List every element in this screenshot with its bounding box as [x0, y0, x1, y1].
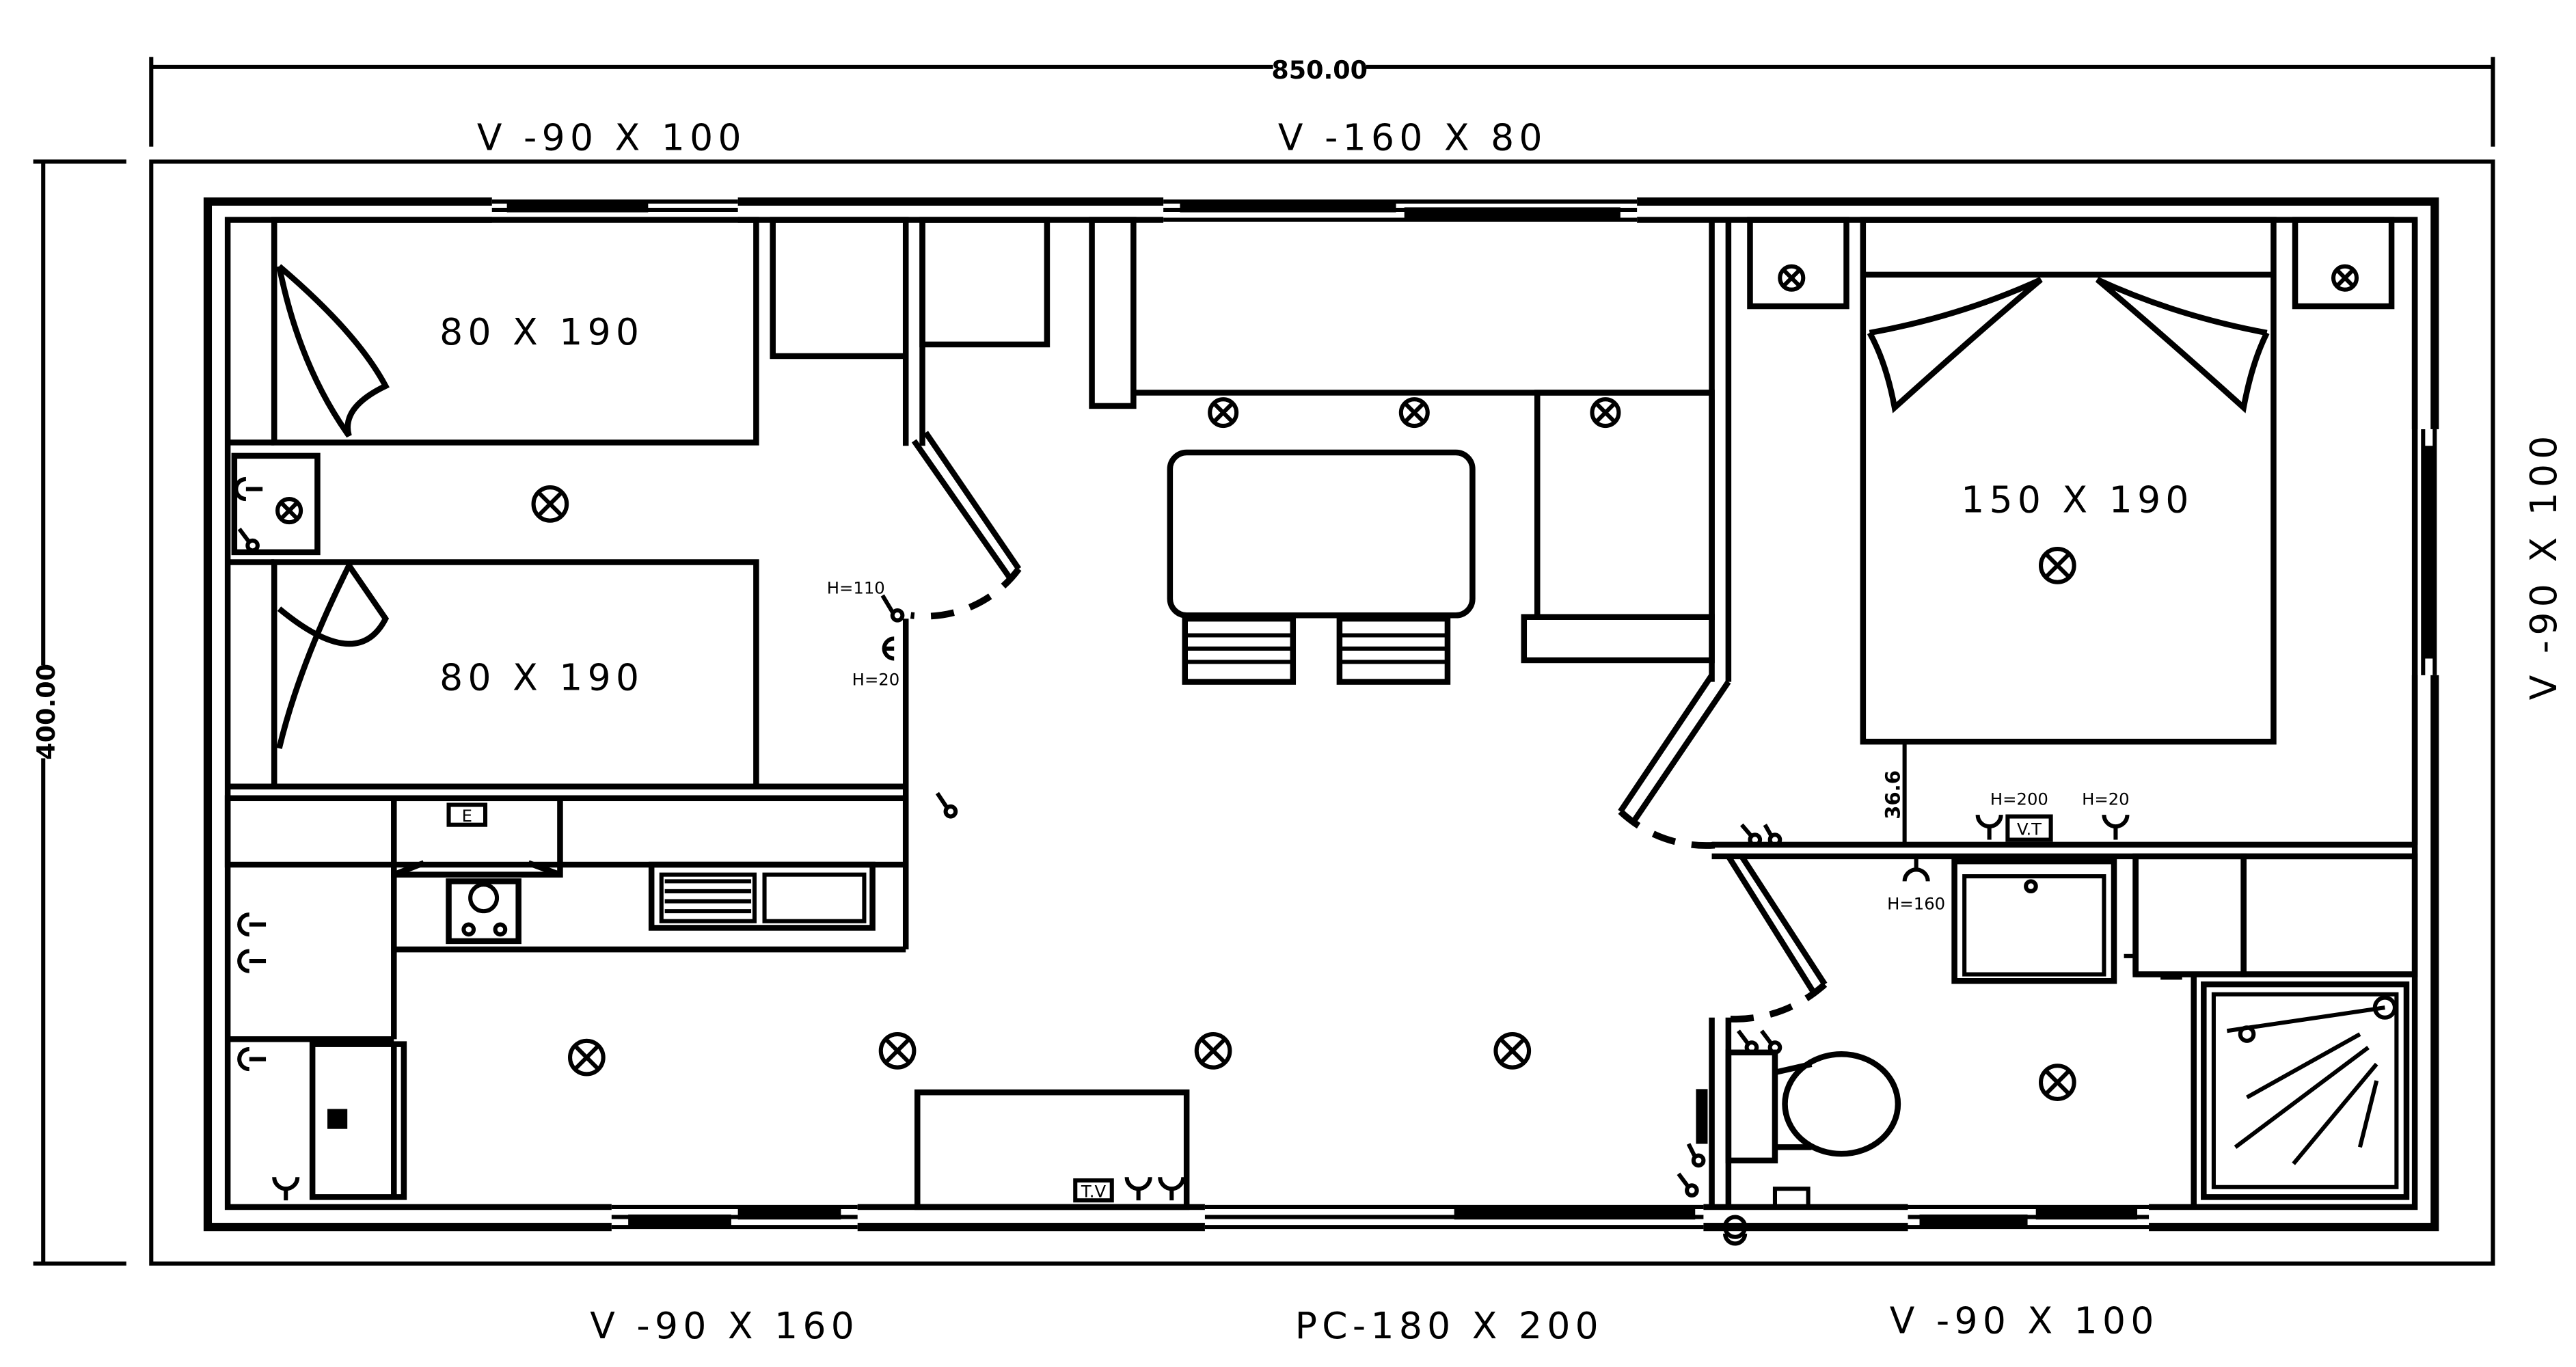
socket-icon — [234, 476, 263, 502]
interior-walls — [228, 219, 2415, 1207]
socket-icon — [2102, 814, 2130, 840]
ceiling-light-icon — [2038, 546, 2076, 584]
switch-icon — [1677, 1143, 1706, 1197]
gas-point-icon — [327, 1109, 348, 1129]
ceiling-light-icon — [1398, 397, 1430, 429]
master-bedroom — [1747, 217, 2418, 845]
ceiling-light-icon — [1208, 397, 1239, 429]
bathroom — [1696, 853, 2418, 1209]
switch-icon — [880, 594, 905, 623]
living-room — [914, 217, 1715, 1210]
ceiling-lights — [275, 264, 2359, 1101]
top-center-window-label: V -160 X 80 — [1278, 116, 1547, 159]
dimension-36-label: 36.6 — [1881, 770, 1904, 820]
socket-icon — [237, 1046, 267, 1072]
switch-icon — [237, 528, 260, 553]
hood-e-label: E — [462, 806, 472, 826]
height-110-label: H=110 — [827, 578, 885, 598]
socket-icon — [1722, 1215, 1748, 1246]
bed-double-label: 150 X 190 — [1961, 478, 2193, 522]
top-left-window-label: V -90 X 100 — [477, 116, 746, 159]
socket-icon — [1158, 1176, 1186, 1201]
right-window-label: V -90 X 100 — [2522, 431, 2565, 700]
socket-icon — [1975, 814, 2003, 840]
kitchen — [224, 795, 909, 1200]
ceiling-light-icon — [2038, 1064, 2076, 1101]
ceiling-light-icon — [878, 1032, 917, 1070]
socket-icon — [1902, 858, 1930, 882]
exterior-walls — [203, 197, 2439, 1232]
ceiling-light-icon — [275, 497, 303, 525]
overall-width-label: 850.00 — [1271, 55, 1368, 85]
socket-icon — [882, 636, 895, 661]
vt-label: V.T — [2017, 819, 2042, 839]
bed-single-top-label: 80 X 190 — [439, 310, 644, 353]
switch-icon — [935, 791, 958, 819]
bottom-left-window-label: V -90 X 160 — [590, 1304, 859, 1347]
outer-envelope — [149, 159, 2495, 1266]
window-openings — [491, 196, 2442, 1234]
ceiling-light-icon — [1194, 1032, 1232, 1070]
ceiling-light-icon — [1493, 1032, 1532, 1070]
socket-icon — [237, 912, 267, 937]
ceiling-light-icon — [568, 1038, 606, 1077]
bed-single-bottom-label: 80 X 190 — [439, 656, 644, 699]
height-160-label: H=160 — [1887, 894, 1945, 914]
overall-height-label: 400.00 — [31, 664, 61, 760]
bottom-right-window-label: V -90 X 100 — [1890, 1299, 2159, 1342]
tv-label: T.V — [1081, 1181, 1107, 1201]
bottom-center-door-label: PC-180 X 200 — [1295, 1304, 1603, 1347]
ceiling-light-icon — [531, 485, 569, 523]
switch-icon — [1737, 1029, 1782, 1055]
twin-bedroom — [228, 217, 1050, 790]
height-20-label-2: H=20 — [2082, 789, 2130, 809]
electrical-points — [234, 476, 2130, 1246]
socket-icon — [1124, 1176, 1152, 1201]
ceiling-light-icon — [1778, 264, 1806, 292]
height-200-label: H=200 — [1990, 789, 2048, 809]
ceiling-light-icon — [2331, 264, 2359, 292]
height-20-label-1: H=20 — [852, 669, 900, 689]
switch-icon — [1740, 823, 1782, 847]
socket-icon — [237, 949, 267, 973]
socket-icon — [272, 1176, 300, 1201]
ceiling-light-icon — [1590, 397, 1621, 429]
